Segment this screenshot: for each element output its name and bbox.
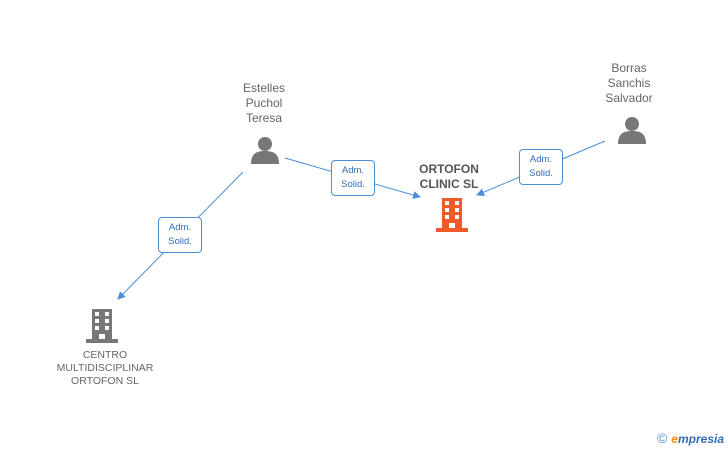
building-icon-main[interactable] <box>436 198 468 232</box>
copyright-symbol: © <box>656 430 668 446</box>
edge-label-estelles-centro: Adm. Solid. <box>158 217 202 253</box>
node-label-borras[interactable]: Borras Sanchis Salvador <box>605 61 653 105</box>
person-icon[interactable] <box>617 116 647 144</box>
edge-label-borras-ortofon-clinic: Adm. Solid. <box>519 149 563 185</box>
building-icon[interactable] <box>86 309 118 343</box>
node-label-centro[interactable]: CENTRO MULTIDISCIPLINAR ORTOFON SL <box>56 349 154 387</box>
node-label-ortofon-clinic[interactable]: ORTOFON CLINIC SL <box>419 162 479 191</box>
person-icon[interactable] <box>250 136 280 164</box>
brand-logo: empresia <box>671 432 724 446</box>
footer-brand: ©empresia <box>657 430 724 446</box>
edge-label-estelles-ortofon-clinic: Adm. Solid. <box>331 160 375 196</box>
node-label-estelles[interactable]: Estelles Puchol Teresa <box>242 81 286 125</box>
